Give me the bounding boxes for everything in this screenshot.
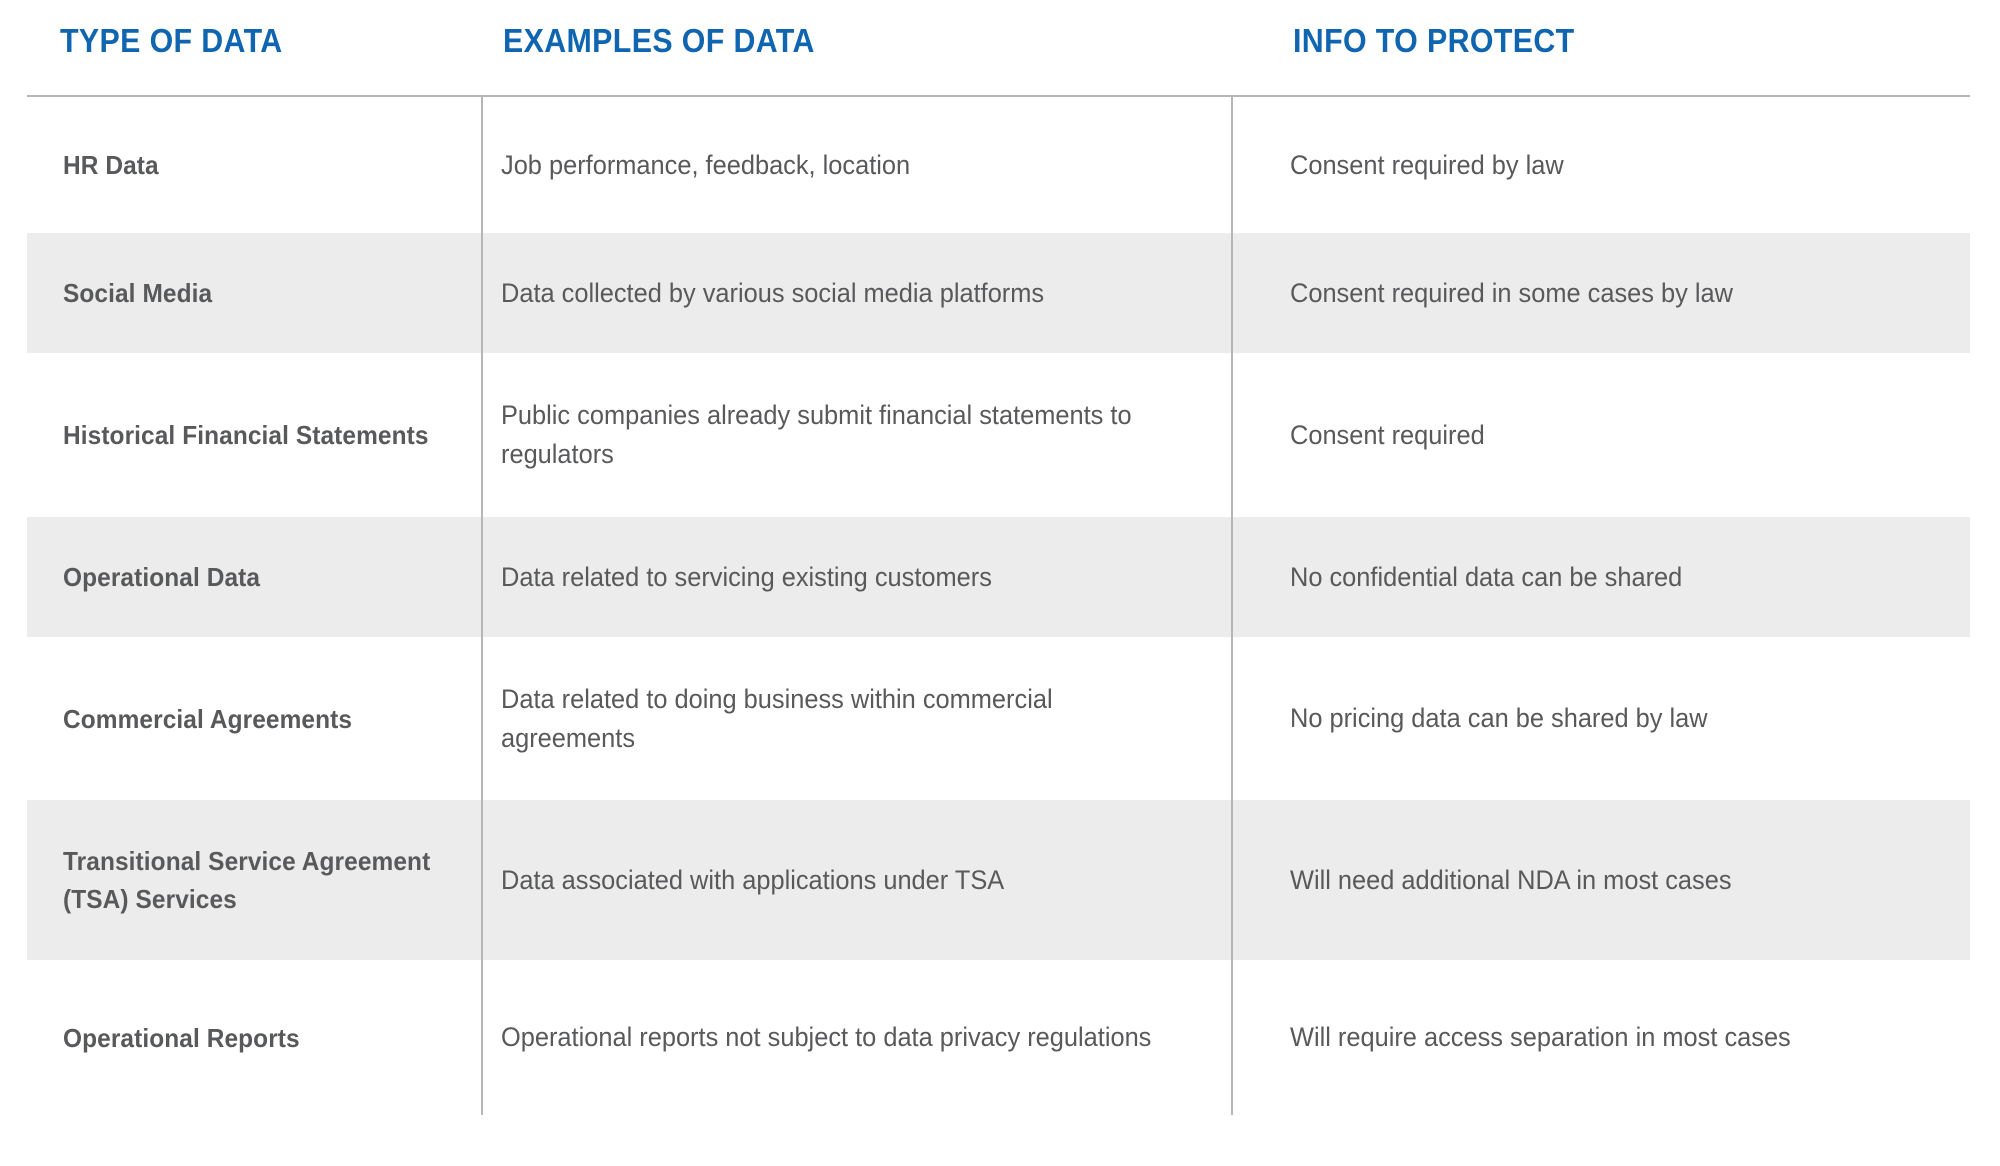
cell-examples-of-data-text: Data associated with applications under … (501, 864, 1005, 895)
cell-examples-of-data-text: Public companies already submit financia… (501, 400, 1132, 469)
cell-examples-of-data-text: Operational reports not subject to data … (501, 1022, 1152, 1052)
cell-examples-of-data-text: Data collected by various social media p… (501, 277, 1045, 308)
cell-examples-of-data: Public companies already submit financia… (501, 353, 1216, 517)
cell-type-of-data: HR Data (63, 97, 463, 233)
table-row: Operational Reports Operational reports n… (0, 960, 2000, 1115)
table-row: HR Data Job performance, feedback, locati… (0, 97, 2000, 233)
table-header-row: TYPE OF DATA EXAMPLES OF DATA INFO TO PR… (0, 0, 2000, 96)
table-row: Social Media Data collected by various so… (0, 233, 2000, 353)
cell-info-to-protect-text: No pricing data can be shared by law (1290, 703, 1708, 733)
cell-type-of-data: Operational Reports (63, 960, 463, 1115)
table-row: Commercial Agreements Data related to doi… (0, 637, 2000, 800)
table-body: HR Data Job performance, feedback, locati… (0, 97, 2000, 1117)
cell-type-of-data-text: Operational Data (63, 562, 261, 592)
header-divider-line (27, 95, 1970, 97)
cell-info-to-protect-text: Will need additional NDA in most cases (1290, 864, 1732, 895)
cell-examples-of-data-text: Job performance, feedback, location (501, 149, 911, 180)
row-background (27, 517, 1970, 637)
table-row: Transitional Service Agreement (TSA) Ser… (0, 800, 2000, 960)
cell-examples-of-data: Job performance, feedback, location (501, 97, 1216, 233)
cell-examples-of-data: Data associated with applications under … (501, 800, 1216, 960)
cell-type-of-data-text: Historical Financial Statements (63, 420, 429, 450)
row-background (27, 800, 1970, 960)
cell-info-to-protect-text: Consent required by law (1290, 149, 1564, 180)
column-divider-1 (481, 97, 483, 1115)
cell-type-of-data: Social Media (63, 233, 463, 353)
row-background (27, 233, 1970, 353)
cell-info-to-protect: Consent required (1290, 353, 1980, 517)
column-header-type-of-data: TYPE OF DATA (60, 22, 283, 59)
table-row: Operational Data Data related to servicin… (0, 517, 2000, 637)
column-header-info-to-protect: INFO TO PROTECT (1293, 22, 1575, 59)
cell-type-of-data: Commercial Agreements (63, 637, 463, 800)
column-header-examples-of-data: EXAMPLES OF DATA (503, 22, 815, 59)
cell-info-to-protect-text: Consent required (1290, 419, 1485, 450)
table-row: Historical Financial Statements Public co… (0, 353, 2000, 517)
cell-examples-of-data-text: Data related to doing business within co… (501, 683, 1053, 753)
cell-examples-of-data: Data related to servicing existing custo… (501, 517, 1216, 637)
cell-type-of-data-text: Operational Reports (63, 1022, 300, 1053)
cell-type-of-data-text: Commercial Agreements (63, 703, 353, 734)
cell-examples-of-data: Operational reports not subject to data … (501, 960, 1216, 1115)
cell-info-to-protect: Consent required in some cases by law (1290, 233, 1980, 353)
cell-info-to-protect: Will need additional NDA in most cases (1290, 800, 1980, 960)
column-divider-2 (1231, 97, 1233, 1115)
cell-examples-of-data-text: Data related to servicing existing custo… (501, 561, 992, 592)
cell-info-to-protect-text: Will require access separation in most c… (1290, 1022, 1791, 1052)
cell-info-to-protect: No pricing data can be shared by law (1290, 637, 1980, 800)
cell-examples-of-data: Data collected by various social media p… (501, 233, 1216, 353)
cell-info-to-protect: Will require access separation in most c… (1290, 960, 1980, 1115)
cell-examples-of-data: Data related to doing business within co… (501, 637, 1216, 800)
cell-type-of-data: Historical Financial Statements (63, 353, 463, 517)
cell-type-of-data-text: Social Media (63, 278, 213, 308)
cell-type-of-data: Operational Data (63, 517, 463, 637)
cell-type-of-data-text: HR Data (63, 150, 159, 180)
cell-type-of-data: Transitional Service Agreement (TSA) Ser… (63, 800, 463, 960)
cell-info-to-protect: No confidential data can be shared (1290, 517, 1980, 637)
cell-info-to-protect: Consent required by law (1290, 97, 1980, 233)
cell-info-to-protect-text: No confidential data can be shared (1290, 561, 1683, 592)
cell-info-to-protect-text: Consent required in some cases by law (1290, 277, 1733, 308)
cell-type-of-data-text: Transitional Service Agreement (TSA) Ser… (63, 846, 431, 914)
